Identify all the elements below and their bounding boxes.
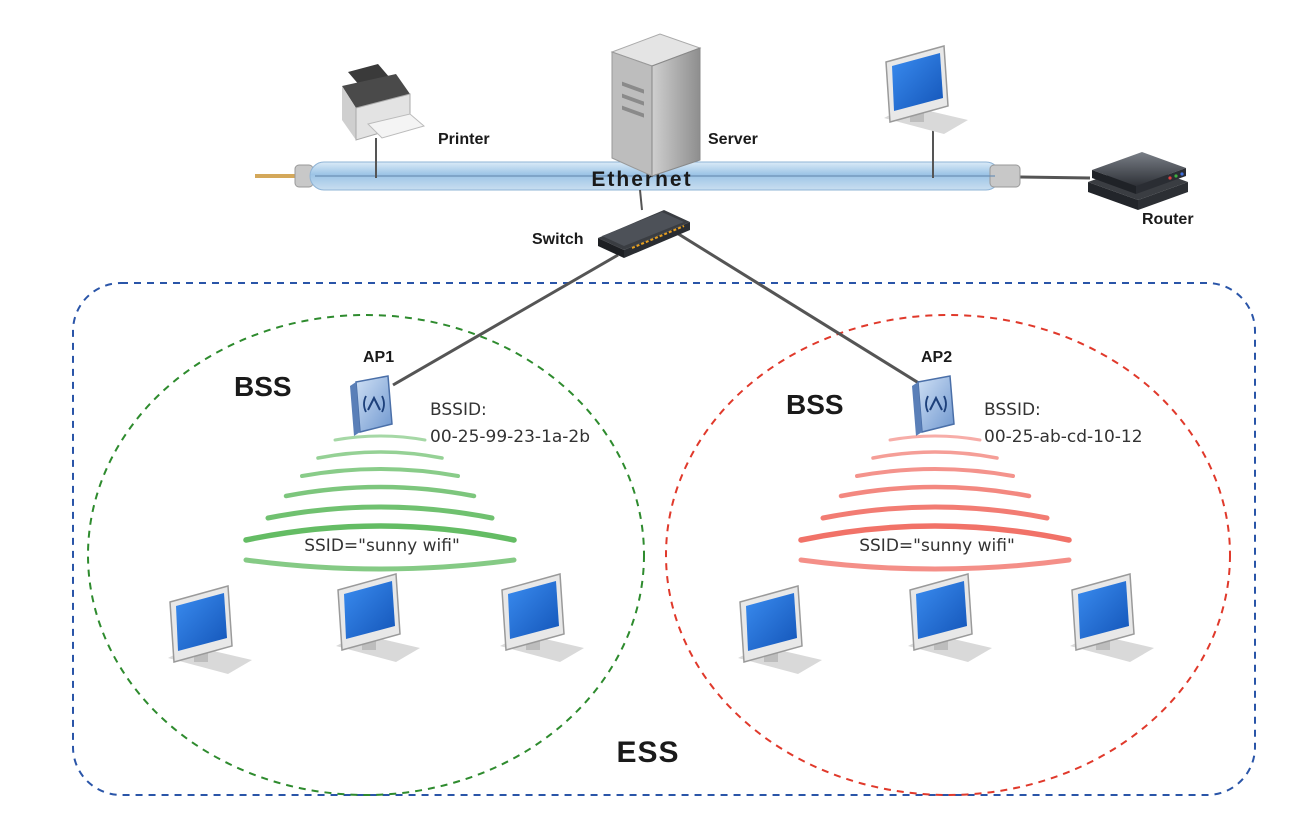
ess-label: ESS xyxy=(616,736,679,769)
server-icon xyxy=(610,33,702,177)
printer-icon xyxy=(342,64,426,141)
router-icon xyxy=(1088,152,1188,210)
bss1-label: BSS xyxy=(234,371,292,402)
ethernet-label: Ethernet xyxy=(591,168,692,191)
ap2-ssid: SSID="sunny wifi" xyxy=(859,536,1015,556)
ethernet-cable xyxy=(255,161,1091,191)
ap1-wifi-signal xyxy=(243,434,517,572)
desktop-monitor-icon xyxy=(167,585,253,675)
desktop-monitor-icon xyxy=(499,573,585,663)
wireless-access-point-icon xyxy=(912,375,955,436)
ap1-ssid: SSID="sunny wifi" xyxy=(304,536,460,556)
bss1-boundary xyxy=(87,314,645,796)
ap2-wifi-signal xyxy=(798,434,1072,572)
router-label: Router xyxy=(1142,211,1194,228)
desktop-monitor-icon xyxy=(737,585,823,675)
ap2-label: AP2 xyxy=(921,349,952,366)
ap1-label: AP1 xyxy=(363,349,394,366)
desktop-monitor-icon xyxy=(883,45,969,135)
ap2-bssid-label: BSSID: xyxy=(984,400,1041,420)
ap1-bssid-label: BSSID: xyxy=(430,400,487,420)
desktop-monitor-icon xyxy=(1069,573,1155,663)
desktop-monitor-icon xyxy=(335,573,421,663)
wireless-access-point-icon xyxy=(350,375,393,436)
ap1-bssid-value: 00-25-99-23-1a-2b xyxy=(430,427,590,447)
ap2-bssid-value: 00-25-ab-cd-10-12 xyxy=(984,427,1143,447)
link-switch-ap2 xyxy=(671,228,931,392)
switch-icon xyxy=(598,210,690,258)
bss2-boundary xyxy=(665,314,1231,796)
ess-boundary xyxy=(72,282,1256,796)
bss2-label: BSS xyxy=(786,389,844,420)
server-label: Server xyxy=(708,131,758,148)
link-switch-ap1 xyxy=(392,253,619,387)
printer-label: Printer xyxy=(438,131,490,148)
desktop-monitor-icon xyxy=(907,573,993,663)
switch-label: Switch xyxy=(532,231,584,248)
